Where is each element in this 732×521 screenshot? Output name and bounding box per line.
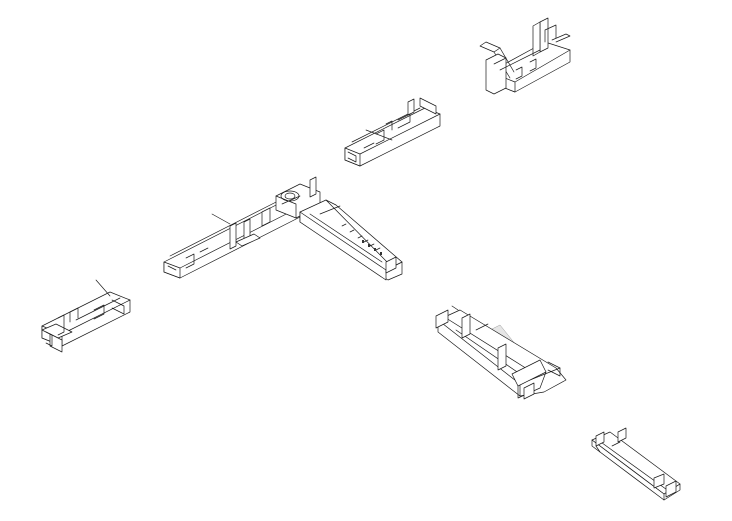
fragment-central-l-shaped <box>163 176 403 281</box>
fragment-lower-right <box>435 305 567 400</box>
fragment-bottom-right <box>591 427 681 501</box>
fragment-top-right <box>479 17 571 95</box>
fragment-left <box>41 279 131 353</box>
fragment-upper-middle <box>344 97 441 167</box>
